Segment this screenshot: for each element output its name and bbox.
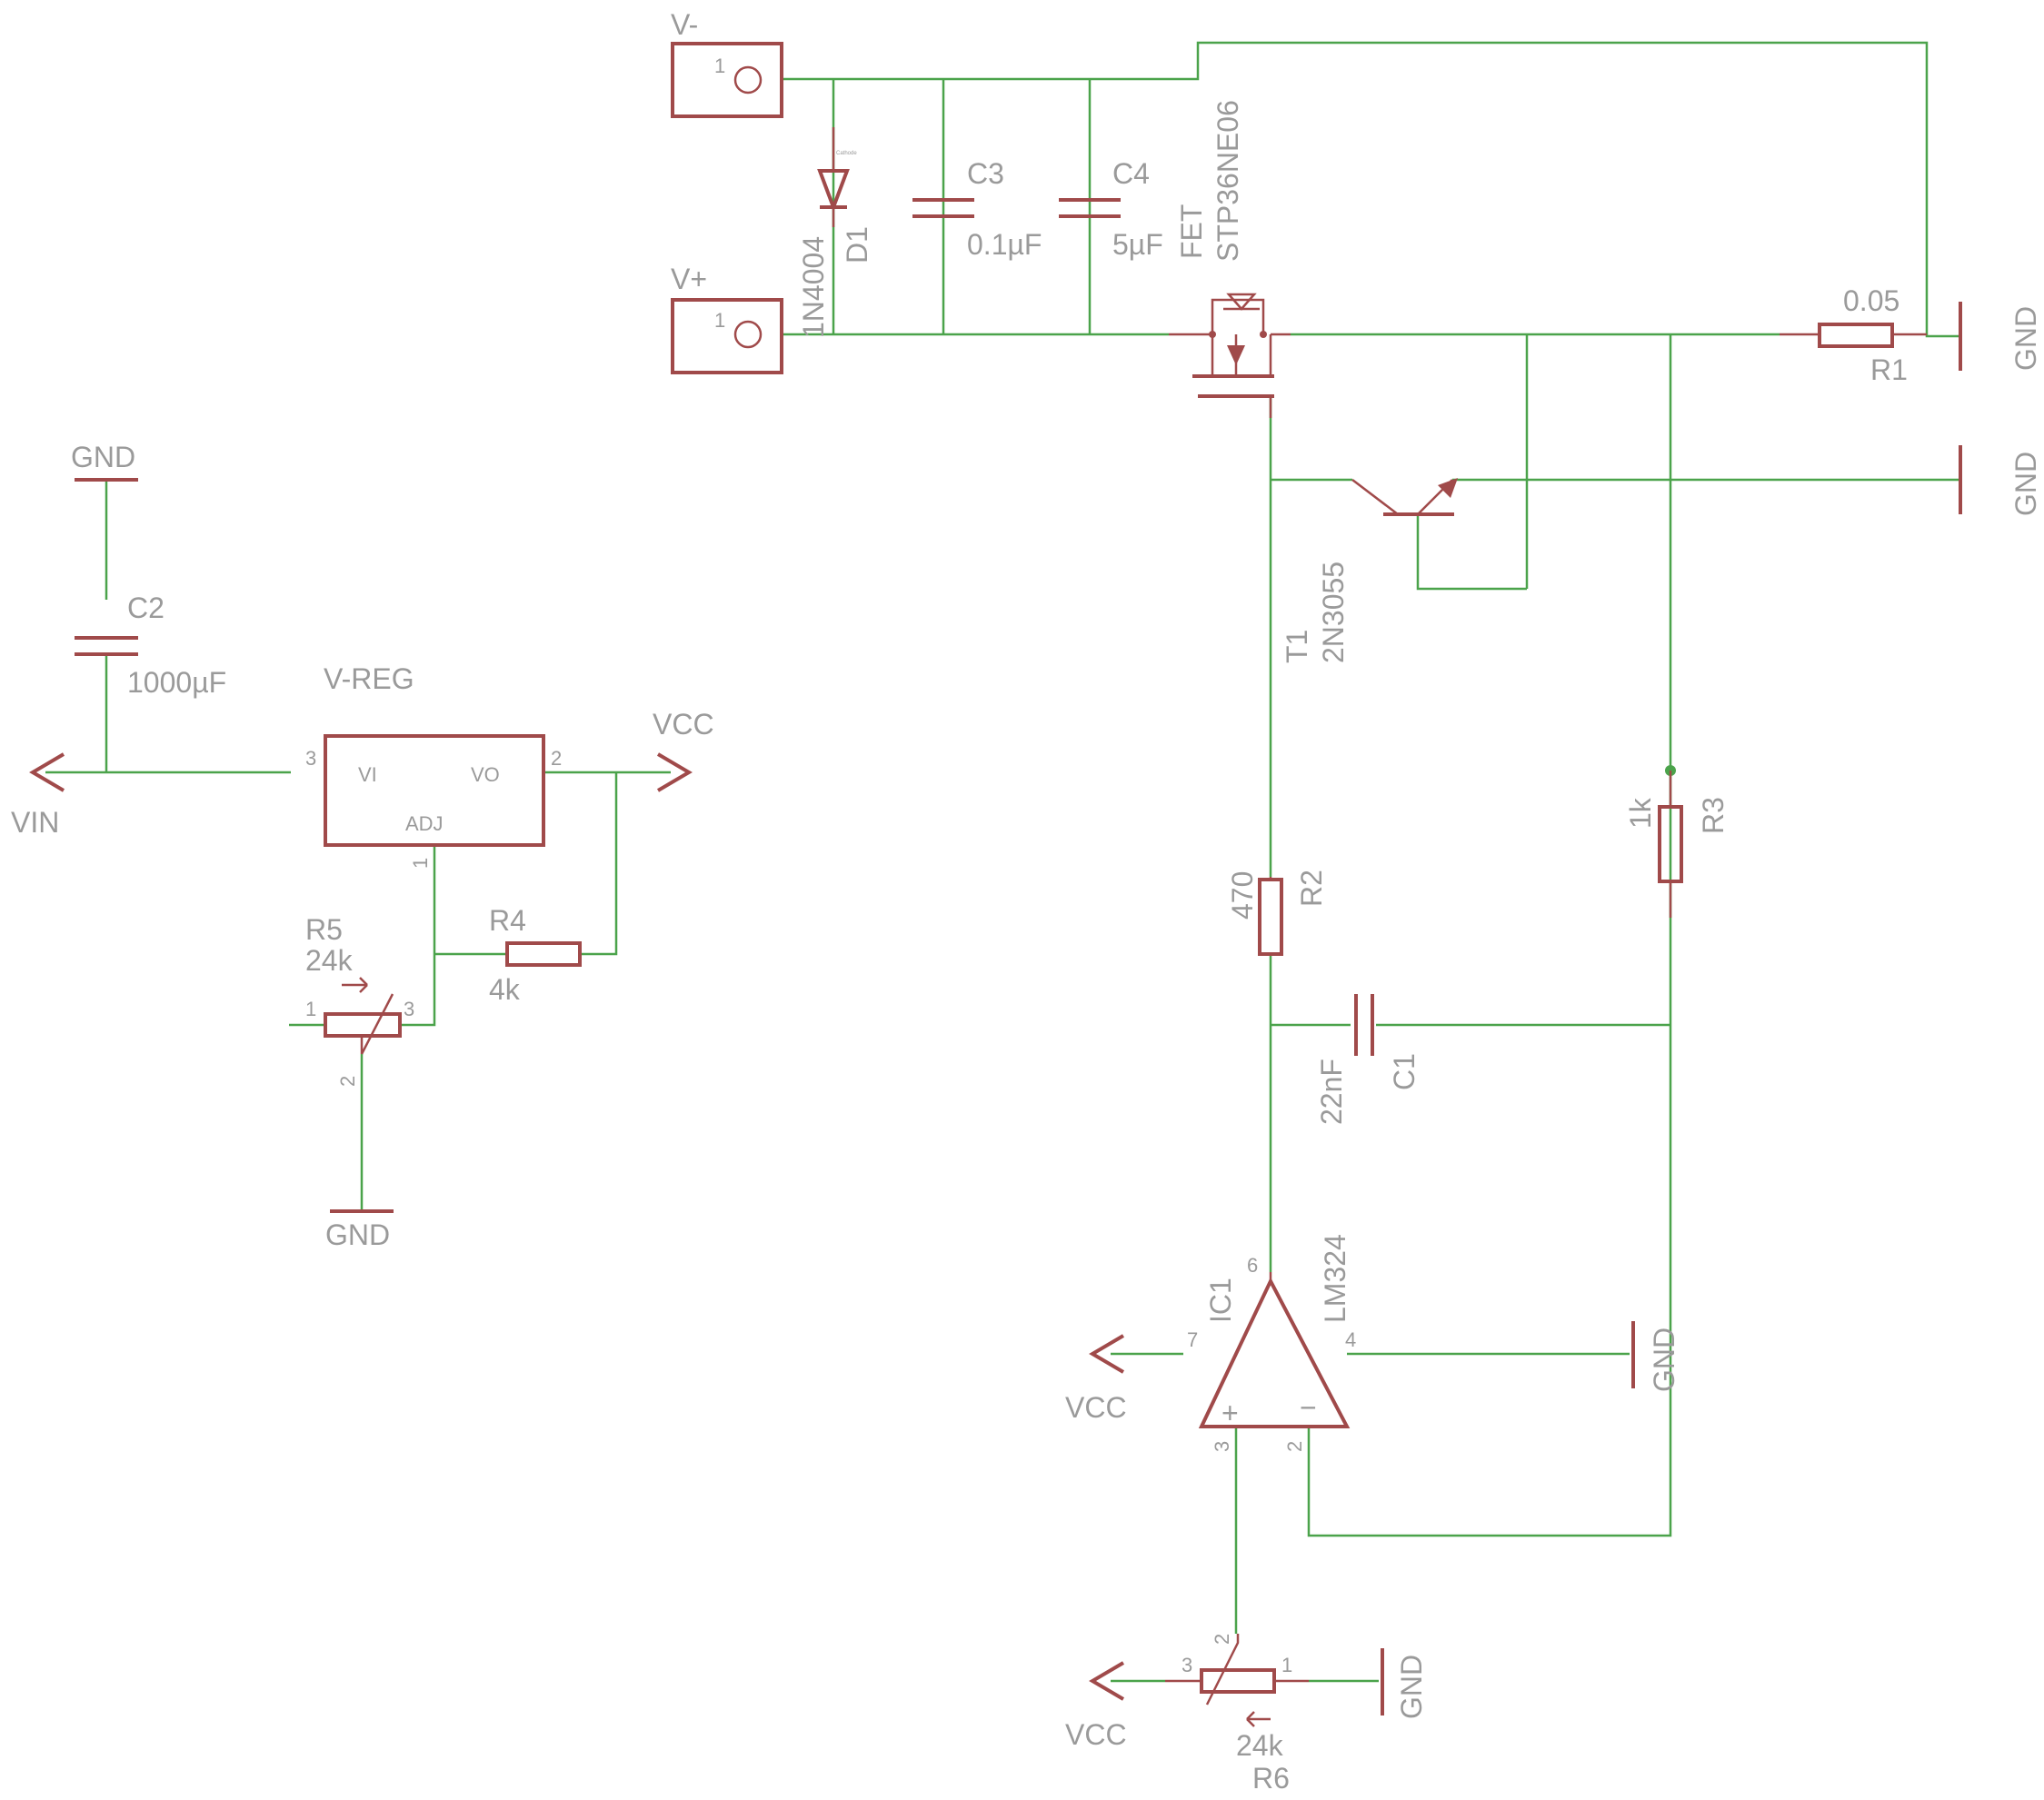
label-r5-value: 24k [305, 944, 354, 977]
pin-label: 3 [1211, 1441, 1233, 1452]
pin-label: 1 [714, 309, 725, 332]
label-opamp-minus: − [1300, 1391, 1317, 1424]
label-c1-name: C1 [1388, 1053, 1421, 1090]
potentiometer-r5: R5 24k 1 3 2 [305, 913, 414, 1087]
capacitor-c1: 22nF C1 [1315, 994, 1421, 1125]
resistor-r2: 470 R2 [1226, 870, 1328, 956]
resistor-r1: 0.05 R1 [1780, 284, 1927, 386]
label-r2-name: R2 [1295, 870, 1328, 907]
vin-arrow: VIN [11, 752, 65, 839]
label-d1-part: 1N4004 [797, 236, 830, 338]
label-t1-part: 2N3055 [1317, 562, 1350, 663]
pin-label: 1 [409, 858, 432, 869]
label-c3-value: 0.1µF [967, 228, 1042, 261]
label-c4-name: C4 [1112, 157, 1150, 190]
opamp-ic1: + − 6 7 4 3 2 IC1 LM324 [1187, 1234, 1356, 1452]
label-opamp-plus: + [1221, 1397, 1239, 1429]
pin-label: 3 [305, 747, 316, 770]
label-gnd: GND [2009, 306, 2042, 371]
label-gnd: GND [1648, 1328, 1680, 1392]
vcc-arrow-r6: VCC [1065, 1661, 1127, 1751]
label-r1-name: R1 [1870, 353, 1908, 386]
pin-label: 1 [305, 998, 316, 1020]
label-d1-name: D1 [841, 226, 873, 264]
mosfet-fet: FET STP36NE06 [1169, 100, 1291, 418]
capacitor-c3: C3 0.1µF [912, 157, 1042, 261]
label-v-minus: V- [671, 8, 698, 41]
pin-label: 6 [1247, 1254, 1258, 1277]
label-gnd: GND [325, 1218, 390, 1251]
label-c2-value: 1000µF [127, 666, 226, 699]
pin-label: 1 [714, 55, 725, 77]
label-v-plus: V+ [671, 263, 707, 295]
gnd-symbol-ic1: GND [1631, 1321, 1680, 1392]
label-c4-value: 5µF [1112, 228, 1163, 261]
potentiometer-r6: 3 1 2 24k R6 [1165, 1634, 1309, 1795]
svg-text:Cathode: Cathode [836, 151, 857, 156]
label-vcc: VCC [1065, 1718, 1127, 1751]
voltage-regulator: V-REG VI VO ADJ 3 2 1 [305, 662, 562, 869]
pin-label: 3 [1182, 1654, 1192, 1676]
transistor-t1: T1 2N3055 [1281, 478, 1458, 663]
label-vcc: VCC [653, 708, 714, 741]
pin-label: 1 [1281, 1654, 1292, 1676]
label-c3-name: C3 [967, 157, 1004, 190]
pin-label: 4 [1345, 1328, 1356, 1351]
label-vin: VIN [11, 806, 59, 839]
label-c2-name: C2 [127, 592, 165, 624]
label-r4-name: R4 [489, 904, 526, 937]
label-r5-name: R5 [305, 913, 343, 946]
label-vreg-vo: VO [471, 763, 500, 786]
gnd-symbol-t1: GND [1959, 445, 2042, 516]
label-vcc: VCC [1065, 1391, 1127, 1424]
connector-v-minus: 1 V- [671, 8, 783, 118]
pin-label: 3 [404, 998, 414, 1020]
label-r3-name: R3 [1697, 797, 1730, 834]
label-fet-name: FET [1175, 204, 1208, 259]
diode-d1: Cathode 1N4004 D1 [797, 127, 873, 338]
gnd-symbol-r6: GND [1381, 1648, 1428, 1719]
label-vreg-name: V-REG [324, 662, 414, 695]
label-fet-part: STP36NE06 [1211, 100, 1244, 262]
label-ic1-name: IC1 [1204, 1278, 1237, 1323]
vcc-arrow-ic1: VCC [1065, 1334, 1127, 1424]
pin-label: 2 [1211, 1634, 1233, 1645]
label-gnd: GND [2009, 452, 2042, 516]
label-r2-value: 470 [1226, 871, 1259, 920]
label-gnd: GND [1395, 1655, 1428, 1719]
label-c1-value: 22nF [1315, 1059, 1348, 1125]
label-r1-value: 0.05 [1843, 284, 1899, 317]
label-vreg-adj: ADJ [405, 812, 444, 835]
capacitor-c2: C2 1000µF [75, 592, 226, 699]
gnd-symbol-r5: GND [325, 1209, 394, 1251]
capacitor-c4: C4 5µF [1059, 157, 1163, 261]
label-r6-value: 24k [1236, 1729, 1284, 1762]
label-gnd: GND [71, 441, 135, 473]
wires [45, 41, 1960, 1683]
gnd-symbol-c2: GND [71, 441, 138, 482]
label-r3-value: 1k [1624, 797, 1657, 829]
connector-v-plus: 1 V+ [671, 263, 783, 374]
gnd-symbol-r1: GND [1959, 302, 2042, 371]
pin-label: 2 [336, 1076, 359, 1087]
resistor-r4: R4 4k [489, 904, 582, 1006]
pin-label: 2 [1283, 1441, 1306, 1452]
resistor-r3: 1k R3 [1624, 771, 1730, 918]
label-r4-value: 4k [489, 973, 521, 1006]
label-vreg-vi: VI [358, 763, 377, 786]
vcc-arrow-vreg: VCC [653, 708, 714, 792]
label-ic1-part: LM324 [1319, 1234, 1351, 1323]
label-r6-name: R6 [1252, 1762, 1290, 1795]
pin-label: 7 [1187, 1328, 1198, 1351]
label-t1-name: T1 [1281, 630, 1313, 663]
pin-label: 2 [551, 747, 562, 770]
